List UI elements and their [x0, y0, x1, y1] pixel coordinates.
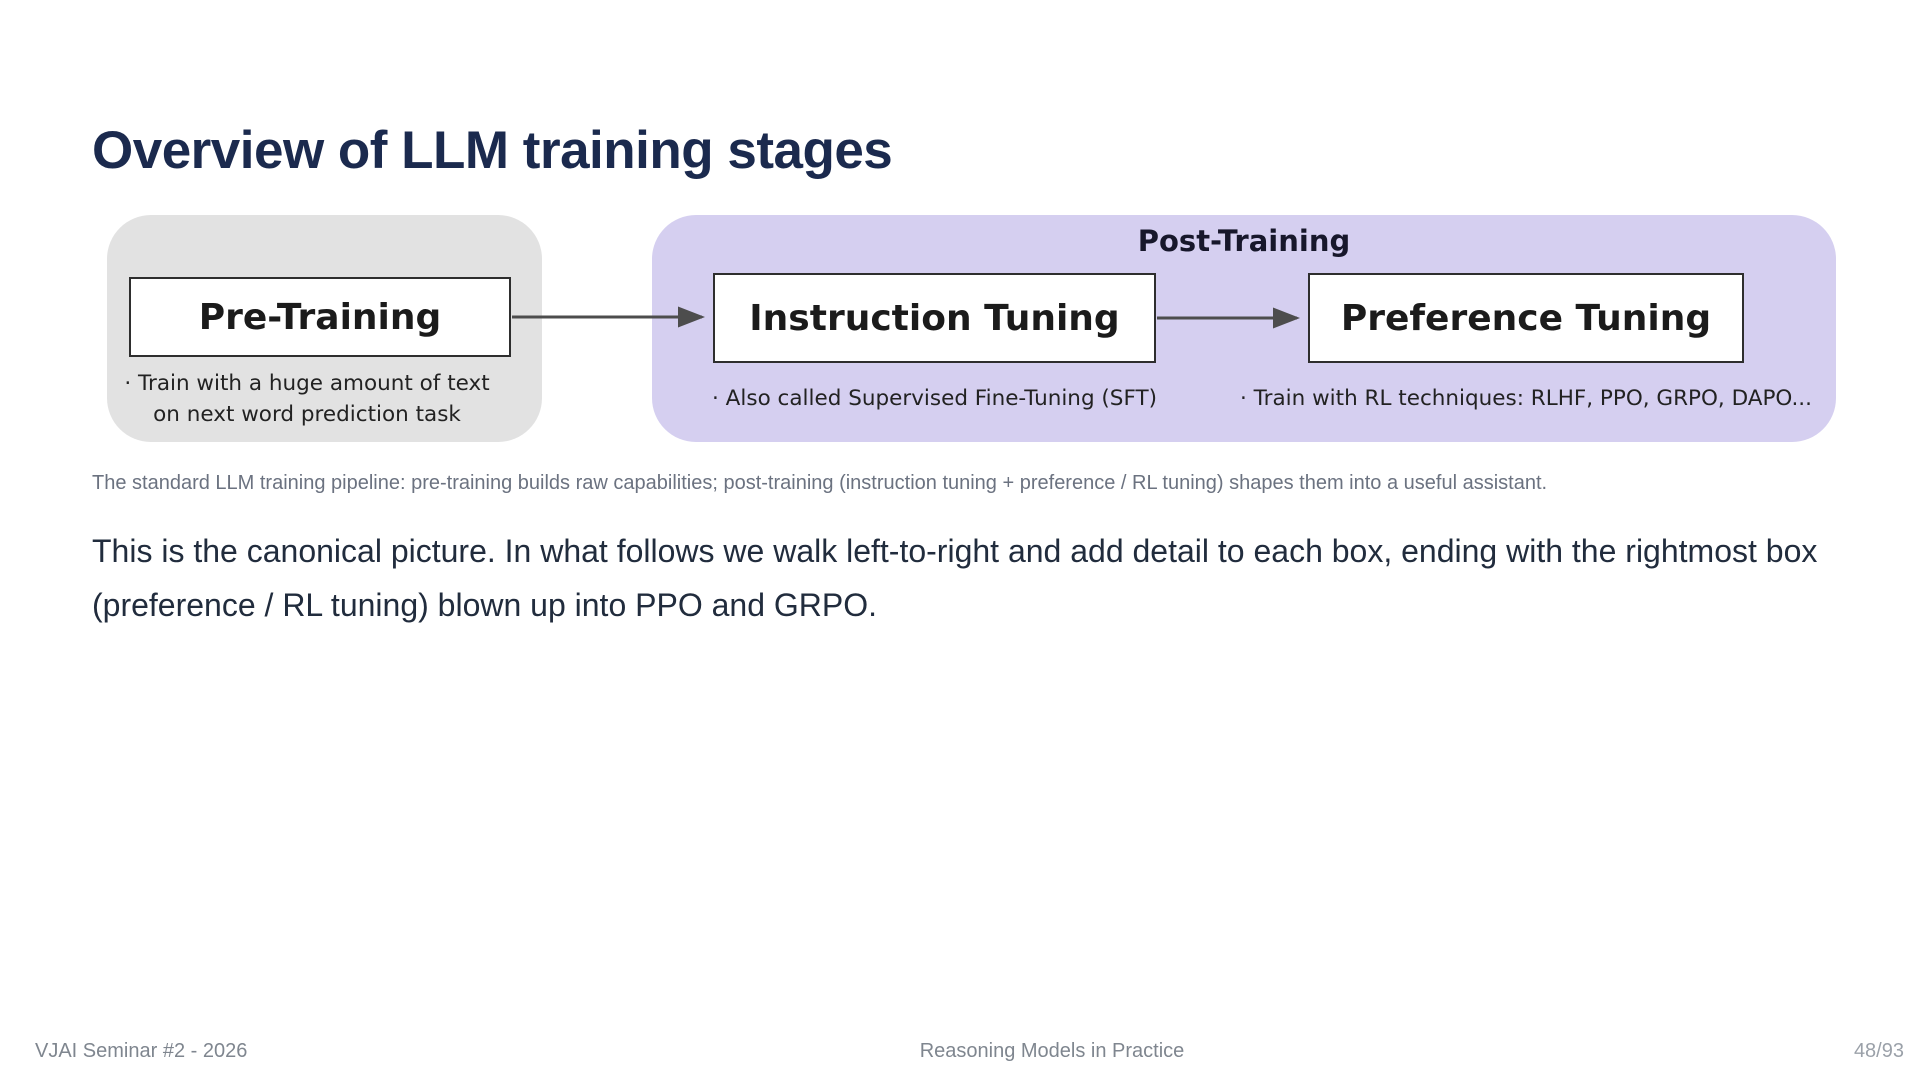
pretraining-stage-label: Pre-Training — [198, 296, 442, 338]
preference-tuning-stage-label: Preference Tuning — [1340, 297, 1712, 339]
pretraining-caption-line-2: on next word prediction task — [153, 402, 461, 427]
instruction-tuning-stage-caption: · Also called Supervised Fine-Tuning (SF… — [712, 386, 1157, 411]
page-title: Overview of LLM training stages — [92, 120, 893, 180]
instruction-tuning-stage-label: Instruction Tuning — [749, 297, 1120, 339]
pretraining-stage-caption: · Train with a huge amount of text on ne… — [97, 368, 517, 430]
body-paragraph: This is the canonical picture. In what f… — [92, 533, 1818, 623]
footer-presentation-title: Reasoning Models in Practice — [919, 1040, 1185, 1062]
pretraining-stage-box: Pre-Training — [129, 277, 511, 357]
pretraining-caption-line-1: · Train with a huge amount of text — [124, 371, 490, 396]
instruction-tuning-stage-box: Instruction Tuning — [713, 273, 1156, 363]
footer-seminar-label: VJAI Seminar #2 - 2026 — [35, 1040, 248, 1062]
figure-caption: The standard LLM training pipeline: pre-… — [92, 472, 1548, 494]
posttraining-group-label: Post-Training — [1137, 224, 1351, 258]
preference-tuning-stage-box: Preference Tuning — [1308, 273, 1744, 363]
preference-tuning-stage-caption: · Train with RL techniques: RLHF, PPO, G… — [1240, 386, 1812, 411]
footer-page-number: 48/93 — [1853, 1040, 1904, 1062]
